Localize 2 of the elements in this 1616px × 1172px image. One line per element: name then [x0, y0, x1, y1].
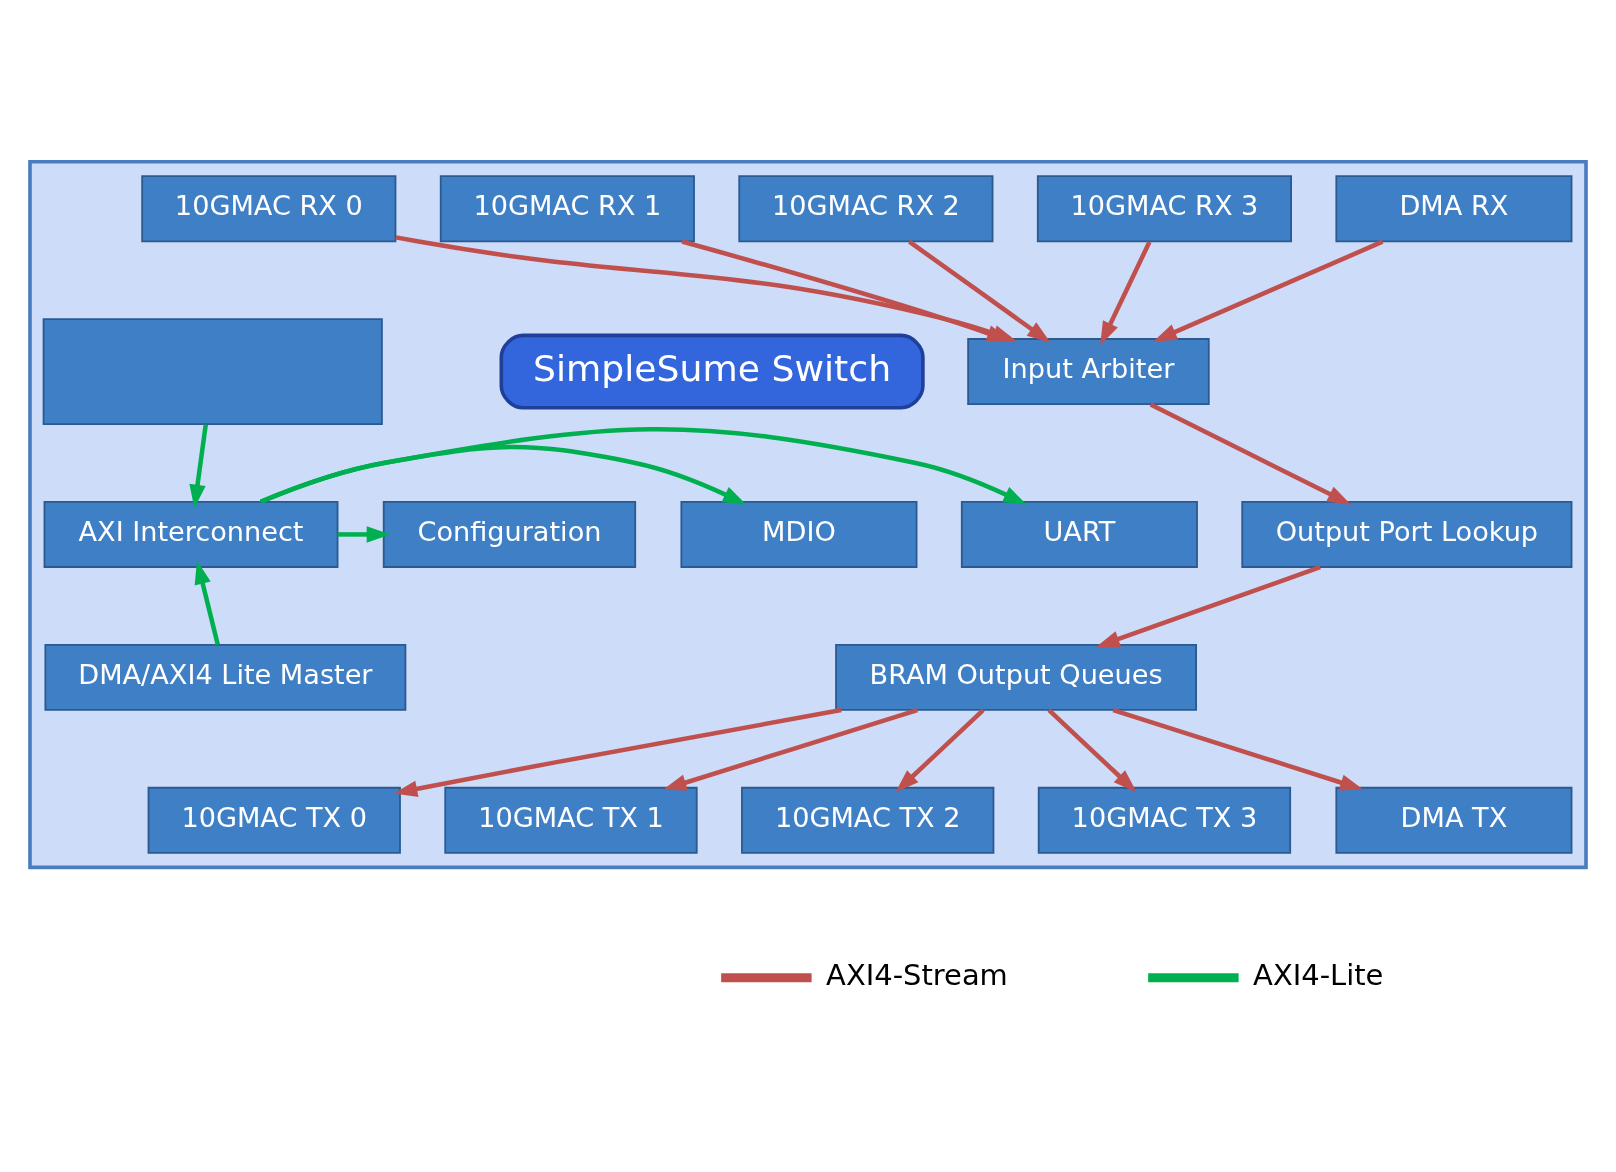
legend-label: AXI4-Stream: [826, 957, 1008, 992]
legend-label: AXI4-Lite: [1253, 957, 1384, 992]
